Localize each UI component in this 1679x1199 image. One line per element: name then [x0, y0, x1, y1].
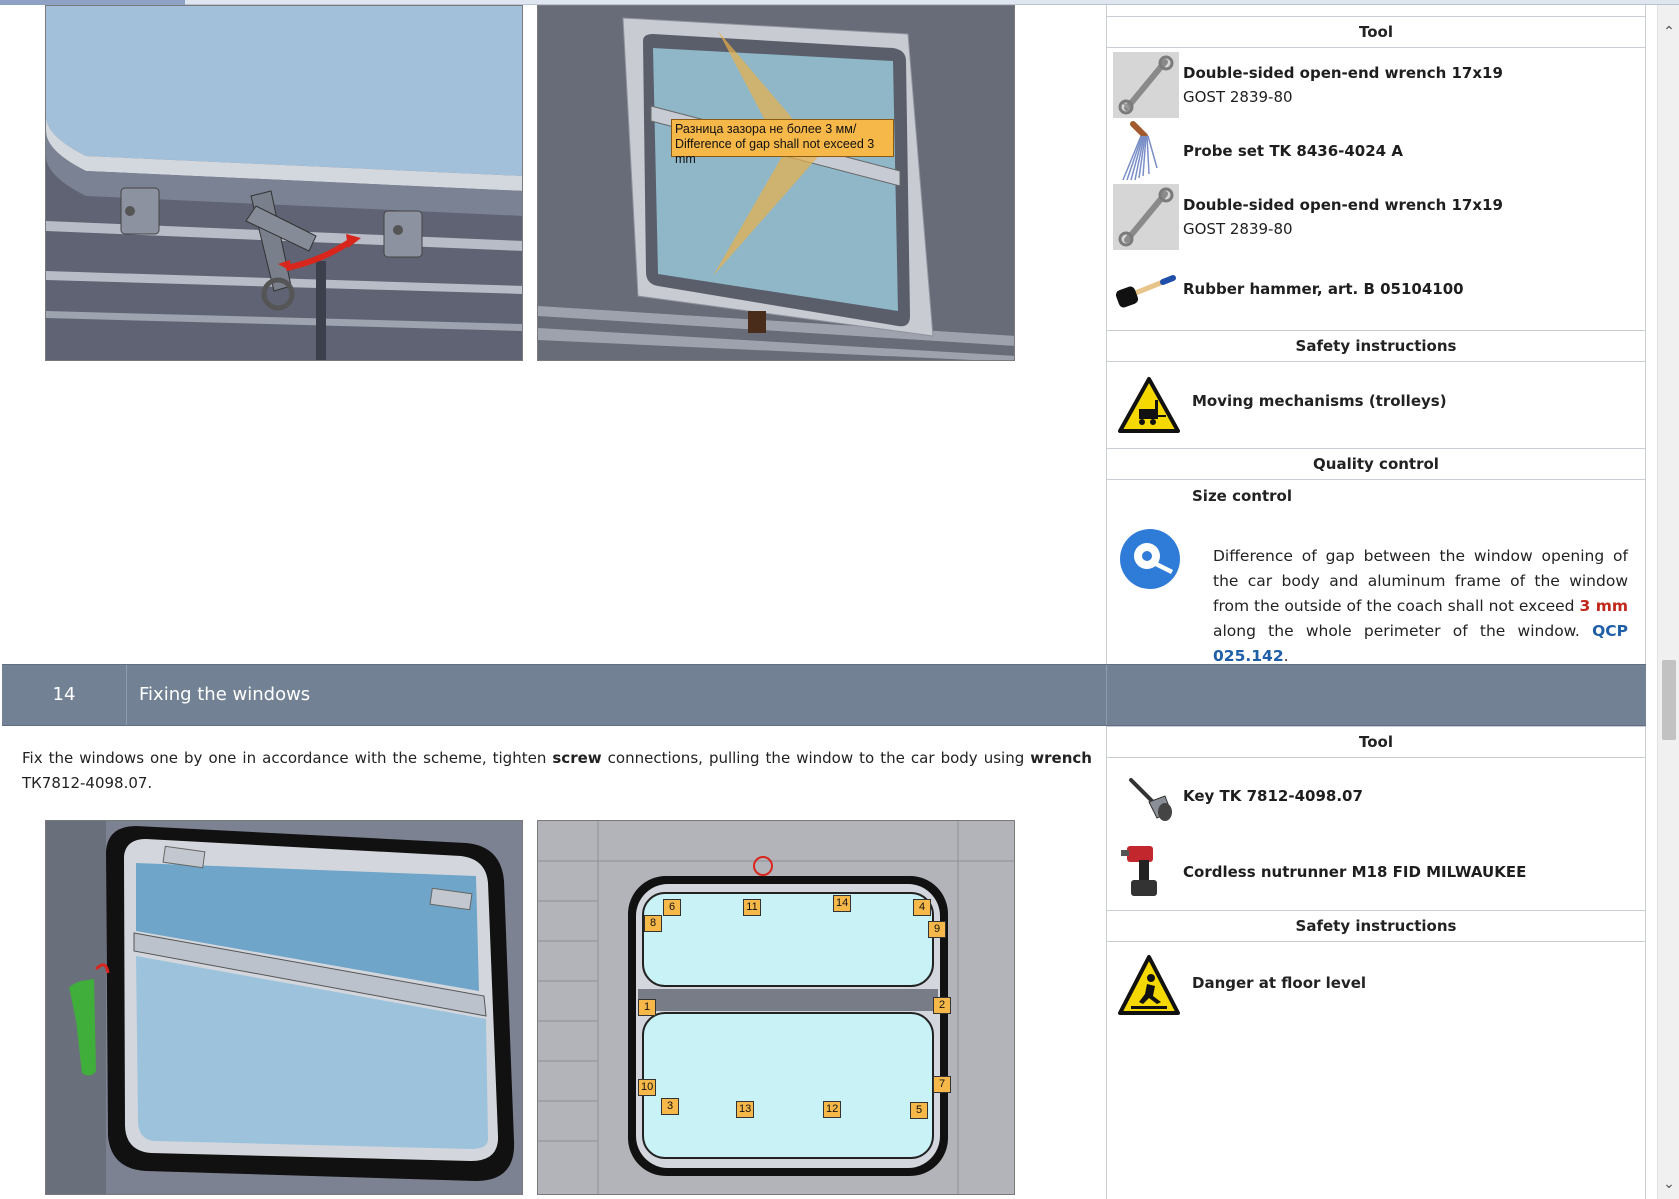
- step-title: Fixing the windows: [139, 684, 311, 705]
- step-number: 14: [2, 665, 127, 725]
- safety-row: Danger at floor level: [1107, 942, 1645, 1032]
- scroll-thumb[interactable]: [1662, 660, 1676, 740]
- qcp-link[interactable]: QCP 025.142: [1213, 622, 1628, 665]
- reading-progress-fill: [0, 0, 185, 5]
- reading-progress-track: [0, 0, 1679, 5]
- scheme-bolt-number: 11: [743, 899, 761, 916]
- scheme-bolt-number: 5: [910, 1102, 928, 1119]
- scheme-bolt-number: 13: [736, 1101, 755, 1118]
- qc-highlight: 3 mm: [1579, 597, 1628, 615]
- tools-header: Tool: [1107, 16, 1645, 48]
- tools-header: Tool: [1107, 726, 1645, 758]
- tool-name: Key TK 7812-4098.07: [1183, 787, 1363, 805]
- scheme-bolt-number: 6: [663, 899, 681, 916]
- tool-name: Double-sided open-end wrench 17x19: [1183, 196, 1503, 214]
- callout-en: Difference of gap shall not exceed 3 mm: [675, 137, 875, 166]
- tool-standard: GOST 2839-80: [1183, 88, 1293, 106]
- safety-label: Moving mechanisms (trolleys): [1192, 392, 1447, 410]
- desc-bold: screw: [552, 749, 602, 767]
- tool-row: Double-sided open-end wrench 17x19 GOST …: [1107, 184, 1645, 250]
- gap-callout: Разница зазора не более 3 мм/ Difference…: [671, 119, 894, 166]
- vertical-scrollbar[interactable]: ⌃ ⌄: [1657, 5, 1679, 1199]
- tool-name: Double-sided open-end wrench 17x19: [1183, 64, 1503, 82]
- quality-subheader: Size control: [1192, 487, 1292, 505]
- step-header-bar: 14 Fixing the windows: [2, 664, 1646, 726]
- safety-label: Danger at floor level: [1192, 974, 1367, 992]
- tool-name: Probe set TK 8436-4024 A: [1183, 142, 1403, 160]
- desc-part: Fix the windows one by one in accordance…: [22, 749, 553, 767]
- tool-row: Probe set TK 8436-4024 A: [1107, 118, 1645, 184]
- step-right-panel: Tool Key TK 7812-4098.07 Cordless nutrun…: [1106, 726, 1646, 1199]
- quality-header: Quality control: [1107, 448, 1645, 480]
- socket-key-icon: [1129, 778, 1172, 821]
- tape-measure-icon: [1120, 529, 1180, 589]
- step-description: Fix the windows one by one in accordance…: [22, 746, 1092, 796]
- quality-description: Difference of gap between the window ope…: [1213, 544, 1628, 669]
- scheme-bolt-number: 7: [933, 1076, 951, 1093]
- tool-name: Cordless nutrunner M18 FID MILWAUKEE: [1183, 863, 1527, 881]
- scheme-bolt-number: 8: [644, 915, 662, 932]
- scheme-bolt-number: 1: [638, 999, 656, 1016]
- forklift-warning-icon: [1118, 377, 1180, 433]
- wrench-icon: [1113, 52, 1179, 118]
- qc-text-part: along the whole perimeter of the window.: [1213, 622, 1593, 640]
- scheme-bolt-number: 10: [638, 1079, 657, 1096]
- gap-check-illustration: Разница зазора не более 3 мм/ Difference…: [537, 5, 1015, 361]
- window-fixing-illustration: [45, 820, 523, 1195]
- safety-header: Safety instructions: [1107, 330, 1645, 362]
- safety-row: Moving mechanisms (trolleys): [1107, 362, 1645, 448]
- feeler-gauge-icon: [1122, 121, 1158, 181]
- scroll-up-icon[interactable]: ⌃: [1663, 24, 1675, 40]
- hammer-icon: [1115, 275, 1176, 308]
- callout-ru: Разница зазора не более 3 мм/: [675, 122, 857, 136]
- qc-text-part: .: [1283, 647, 1289, 665]
- scheme-bolt-number: 4: [913, 899, 931, 916]
- desc-part: ТК7812-4098.07.: [22, 774, 153, 792]
- step-divider: [1106, 665, 1107, 725]
- scheme-bolt-number: 2: [933, 997, 951, 1014]
- tool-row: Double-sided open-end wrench 17x19 GOST …: [1107, 52, 1645, 118]
- scheme-bolt-number: 9: [928, 921, 946, 938]
- floor-danger-warning-icon: [1118, 955, 1180, 1015]
- scheme-bolt-number: 14: [833, 895, 852, 912]
- upper-right-panel: Tool Double-sided open-end wrench 17x19 …: [1106, 5, 1646, 665]
- wrench-adjust-illustration: [45, 5, 523, 361]
- qc-text-part: Difference of gap between the window ope…: [1213, 547, 1628, 615]
- tool-row: Cordless nutrunner M18 FID MILWAUKEE: [1107, 834, 1645, 910]
- nutrunner-icon: [1121, 846, 1157, 896]
- scheme-bolt-number: 3: [661, 1098, 679, 1115]
- desc-bold: wrench: [1030, 749, 1092, 767]
- desc-part: connections, pulling the window to the c…: [601, 749, 1031, 767]
- tool-row: Key TK 7812-4098.07: [1107, 758, 1645, 834]
- scroll-down-icon[interactable]: ⌄: [1663, 1176, 1675, 1192]
- tool-row: Rubber hammer, art. B 05104100: [1107, 250, 1645, 330]
- wrench-icon: [1113, 184, 1179, 250]
- scheme-bolt-number: 12: [823, 1101, 842, 1118]
- safety-header: Safety instructions: [1107, 910, 1645, 942]
- tool-standard: GOST 2839-80: [1183, 220, 1293, 238]
- tool-name: Rubber hammer, art. B 05104100: [1183, 280, 1464, 298]
